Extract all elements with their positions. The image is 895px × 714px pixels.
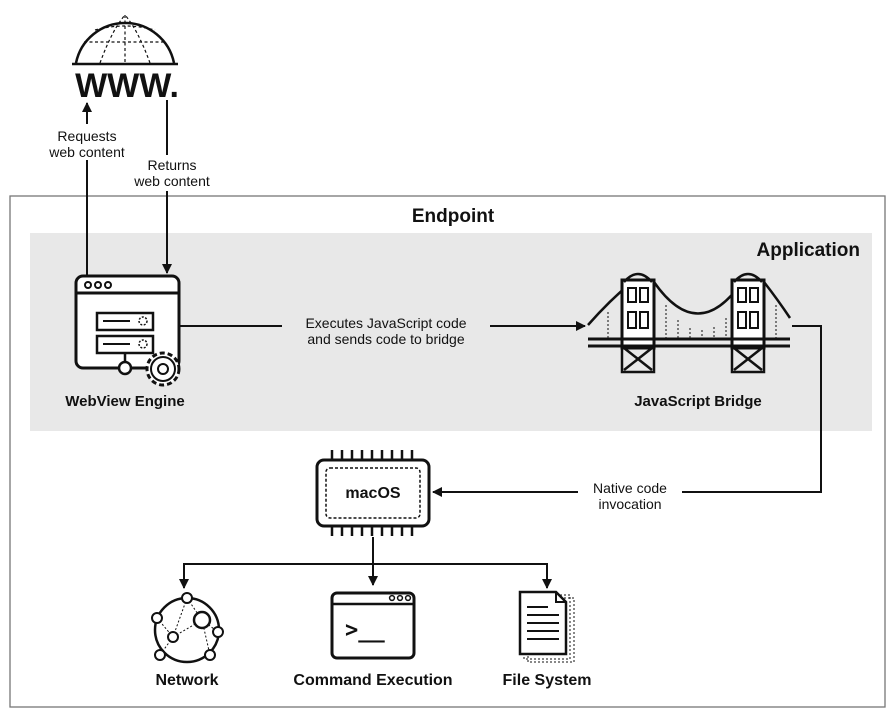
- terminal-prompt: >__: [345, 618, 385, 643]
- native-label-line2: invocation: [598, 496, 661, 512]
- bridge-label: JavaScript Bridge: [634, 393, 762, 410]
- webview-engine-icon: [74, 274, 181, 376]
- file-system-label: File System: [503, 672, 592, 689]
- gear-icon: [145, 351, 181, 387]
- globe-icon: [72, 14, 178, 66]
- returns-label-line1: Returns: [147, 157, 196, 173]
- requests-label-line2: web content: [48, 144, 125, 160]
- application-title: Application: [757, 240, 860, 261]
- returns-label-line2: web content: [133, 173, 210, 189]
- www-label: WWW.: [75, 67, 179, 105]
- file-icon: [518, 590, 575, 663]
- network-label: Network: [155, 672, 218, 689]
- executes-label-line2: and sends code to bridge: [307, 331, 464, 347]
- requests-label-line1: Requests: [57, 128, 116, 144]
- command-execution-label: Command Execution: [293, 672, 452, 689]
- terminal-icon: [330, 591, 416, 660]
- chip-icon: [315, 450, 431, 536]
- macos-label: macOS: [345, 485, 400, 502]
- native-label-line1: Native code: [593, 480, 667, 496]
- bridge-icon: [587, 272, 792, 374]
- distribution-arrows: [179, 537, 552, 589]
- network-icon: [151, 592, 224, 664]
- webview-engine-label: WebView Engine: [65, 393, 184, 410]
- executes-label-line1: Executes JavaScript code: [305, 315, 466, 331]
- endpoint-title: Endpoint: [412, 206, 495, 227]
